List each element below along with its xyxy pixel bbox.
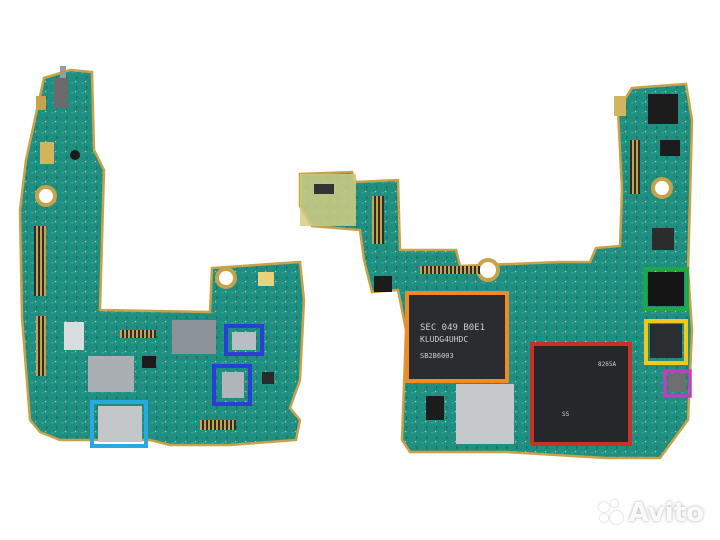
antenna-connector [54, 78, 68, 108]
chip [88, 356, 134, 392]
memory-label-line1: SEC 049 B0E1 [420, 323, 485, 333]
chip [98, 406, 142, 442]
chip [222, 372, 244, 398]
left-board [18, 66, 306, 447]
flex-connector [36, 316, 46, 376]
highlight-boxes [90, 267, 692, 448]
orange-highlight-box [405, 291, 509, 383]
magenta-highlight-box [663, 369, 692, 398]
processor-chip [534, 346, 628, 442]
memory-label-line2: KLUDG4UHDC [420, 335, 468, 344]
blue-highlight-box [212, 364, 252, 406]
cyan-highlight-box [90, 400, 148, 448]
memory-chip [408, 294, 506, 380]
flex-connector [630, 140, 640, 194]
yellow-highlight-box [644, 319, 688, 365]
processor-label: 8265A [598, 361, 616, 368]
processor-label-2: SS [562, 411, 570, 418]
chip [172, 320, 216, 354]
chip [232, 332, 256, 350]
blue-highlight-box [224, 324, 264, 356]
red-highlight-box [530, 342, 632, 446]
flex-connector [372, 196, 384, 244]
green-highlight-box [643, 267, 689, 311]
avito-watermark: Avito [597, 498, 704, 528]
chip [650, 324, 682, 358]
chip [668, 374, 686, 392]
memory-label-line3: SB2B6003 [420, 352, 454, 360]
chip [648, 272, 684, 306]
chip [648, 94, 678, 124]
right-board: SEC 049 B0E1 KLUDG4UHDC SB2B6003 8265A S… [298, 82, 694, 460]
flex-connector [34, 226, 46, 296]
rf-shield [456, 384, 514, 444]
avito-logo-icon [597, 500, 623, 526]
chip [64, 322, 84, 350]
watermark-brand: Avito [628, 498, 704, 528]
